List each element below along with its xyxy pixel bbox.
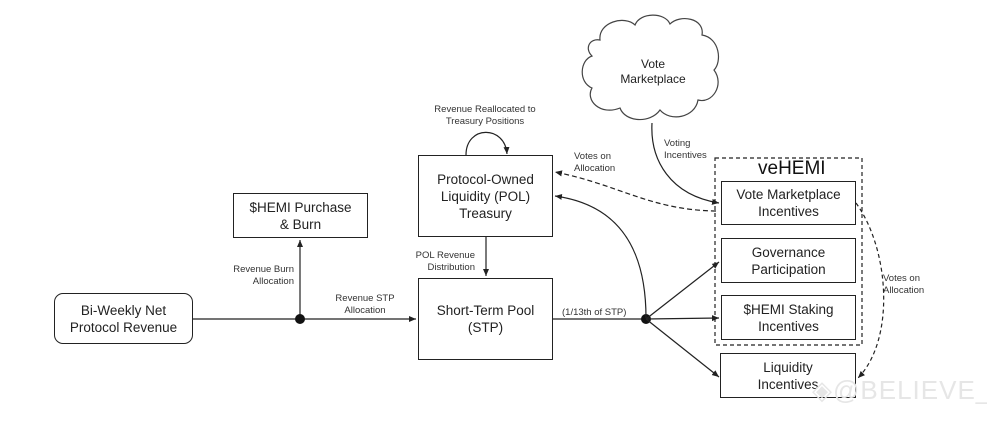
node-short-term-pool: Short-Term Pool (STP): [418, 278, 553, 360]
label-revenue-reallocated: Revenue Reallocated to Treasury Position…: [434, 104, 536, 127]
node-pol-treasury: Protocol-Owned Liquidity (POL) Treasury: [418, 155, 553, 237]
watermark-icon: ◈: [812, 375, 833, 405]
junction-dot-left: [295, 314, 305, 324]
label-votes-on-allocation-pol: Votes on Allocation: [574, 151, 616, 174]
label-revenue-burn-allocation: Revenue Burn Allocation: [233, 264, 294, 287]
watermark-text: @BELIEVE_: [833, 375, 987, 405]
node-hemi-purchase-burn: $HEMI Purchase & Burn: [233, 193, 368, 238]
node-vote-marketplace-incentives: Vote Marketplace Incentives: [721, 181, 856, 225]
cloud-shape: [581, 14, 720, 121]
vehemi-group-title: veHEMI: [758, 158, 826, 179]
cloud-label: Vote Marketplace: [620, 57, 686, 86]
label-voting-incentives: Voting Incentives: [664, 138, 707, 161]
edge-pol-self-loop: [465, 131, 510, 156]
label-revenue-stp-allocation: Revenue STP Allocation: [335, 293, 395, 316]
label-pol-revenue-distribution: POL Revenue Distribution: [415, 250, 475, 273]
edge-cloud-to-vote-incentives: [651, 122, 720, 205]
edge-junction-to-pol: [554, 193, 647, 319]
node-liquidity-incentives: Liquidity Incentives: [720, 353, 856, 398]
vehemi-group-border: [714, 157, 863, 346]
node-hemi-staking-incentives: $HEMI Staking Incentives: [721, 295, 856, 340]
label-stp-share: (1/13th of STP): [562, 307, 627, 318]
edge-junction-to-governance: [645, 261, 720, 320]
node-governance-participation: Governance Participation: [721, 238, 856, 283]
edge-votes-to-liquidity: [855, 202, 885, 379]
edge-junction-to-staking: [645, 315, 720, 322]
label-votes-on-allocation-liquidity: Votes on Allocation: [883, 273, 925, 296]
edge-junction-to-liquidity: [645, 318, 720, 378]
edge-votes-to-pol: [554, 170, 717, 212]
node-bi-weekly-revenue: Bi-Weekly Net Protocol Revenue: [54, 293, 193, 344]
watermark: ◈@BELIEVE_: [812, 375, 987, 406]
